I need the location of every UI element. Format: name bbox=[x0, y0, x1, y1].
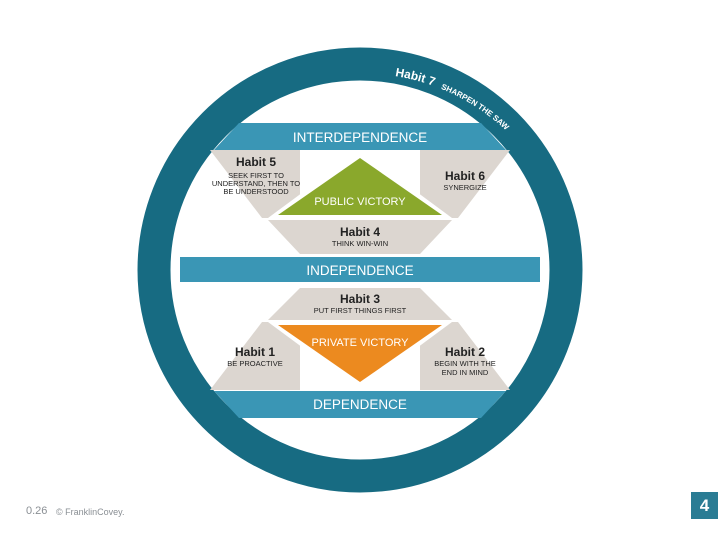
dependence-band bbox=[214, 391, 506, 418]
habit3-title: Habit 3 bbox=[340, 292, 380, 306]
habit2-desc-2: END IN MIND bbox=[442, 368, 489, 377]
habit6-shape bbox=[420, 150, 510, 218]
copyright-text: © FranklinCovey. bbox=[56, 507, 125, 517]
habit5-desc-2: UNDERSTAND, THEN TO bbox=[212, 179, 300, 188]
habit2-title: Habit 2 bbox=[445, 345, 485, 359]
habit5-title: Habit 5 bbox=[236, 155, 276, 169]
habit3-desc: PUT FIRST THINGS FIRST bbox=[314, 306, 407, 315]
interdependence-band bbox=[214, 123, 506, 150]
habit4-shape bbox=[268, 220, 452, 254]
public-victory-triangle bbox=[278, 158, 442, 215]
habit3-shape bbox=[268, 288, 452, 320]
habit1-shape bbox=[210, 322, 300, 390]
habit4-title: Habit 4 bbox=[340, 225, 380, 239]
habit1-title: Habit 1 bbox=[235, 345, 275, 359]
habit5-desc-3: BE UNDERSTOOD bbox=[223, 187, 289, 196]
interdependence-label: INTERDEPENDENCE bbox=[293, 130, 427, 145]
habit1-desc: BE PROACTIVE bbox=[227, 359, 282, 368]
habit4-desc: THINK WIN-WIN bbox=[332, 239, 388, 248]
habit2-desc-1: BEGIN WITH THE bbox=[434, 359, 496, 368]
independence-label: INDEPENDENCE bbox=[306, 263, 413, 278]
independence-band bbox=[180, 257, 540, 282]
habit5-shape bbox=[210, 150, 300, 218]
maturity-ring bbox=[137, 47, 583, 493]
slide-code: 0.26 bbox=[26, 505, 48, 517]
page-number-badge: 4 bbox=[691, 492, 718, 519]
habit6-desc: SYNERGIZE bbox=[443, 183, 486, 192]
public-victory-label: PUBLIC VICTORY bbox=[314, 196, 406, 208]
habit6-title: Habit 6 bbox=[445, 169, 485, 183]
habit5-desc-1: SEEK FIRST TO bbox=[228, 171, 284, 180]
private-victory-label: PRIVATE VICTORY bbox=[312, 337, 410, 349]
private-victory-triangle bbox=[278, 325, 442, 382]
dependence-label: DEPENDENCE bbox=[313, 397, 407, 412]
habit2-shape bbox=[420, 322, 510, 390]
